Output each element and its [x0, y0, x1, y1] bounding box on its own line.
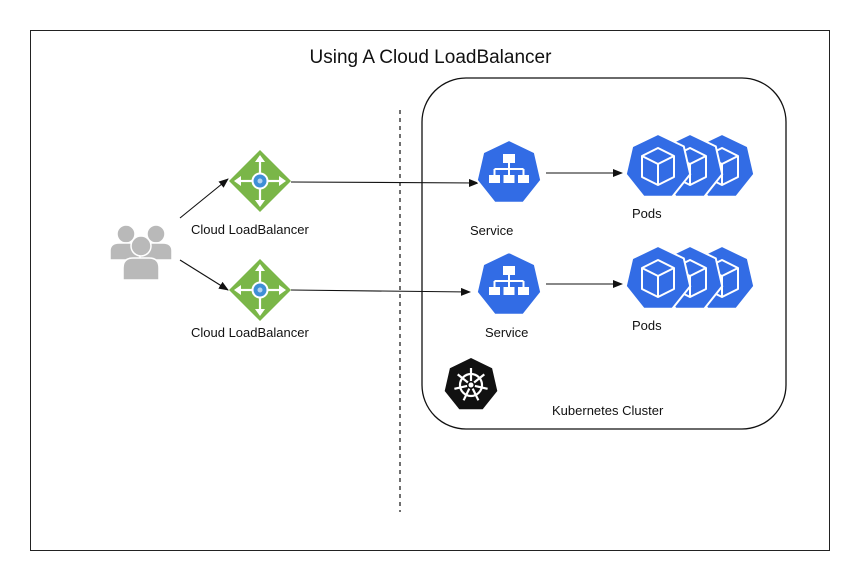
- arrow-users-to-lb-bottom: [179, 259, 229, 291]
- diagram-title: Using A Cloud LoadBalancer: [309, 47, 552, 68]
- pod-group-top: [624, 133, 756, 198]
- service-label-top: Service: [470, 223, 514, 238]
- arrow-lb-bottom-to-service-bottom: [290, 287, 471, 296]
- arrow-users-to-lb-top: [179, 178, 229, 219]
- pod-group-bottom: [624, 245, 756, 310]
- cluster-label: Kubernetes Cluster: [552, 403, 664, 418]
- service-icon: [475, 251, 543, 316]
- arrow-lb-top-to-service-top: [290, 178, 479, 187]
- pods-label-bottom: Pods: [632, 318, 662, 333]
- load-balancer-icon: [227, 257, 293, 323]
- service-label-bottom: Service: [485, 325, 529, 340]
- users-icon: [109, 224, 173, 281]
- load-balancer-icon: [227, 148, 293, 214]
- pods-label-top: Pods: [632, 206, 662, 221]
- load-balancer-label-top: Cloud LoadBalancer: [191, 222, 309, 237]
- service-icon: [475, 139, 543, 204]
- load-balancer-label-bottom: Cloud LoadBalancer: [191, 325, 309, 340]
- connectors: [179, 169, 623, 296]
- outer-frame: [30, 30, 830, 551]
- kubernetes-cluster-boundary: [421, 77, 787, 430]
- kubernetes-logo-icon: [443, 356, 499, 411]
